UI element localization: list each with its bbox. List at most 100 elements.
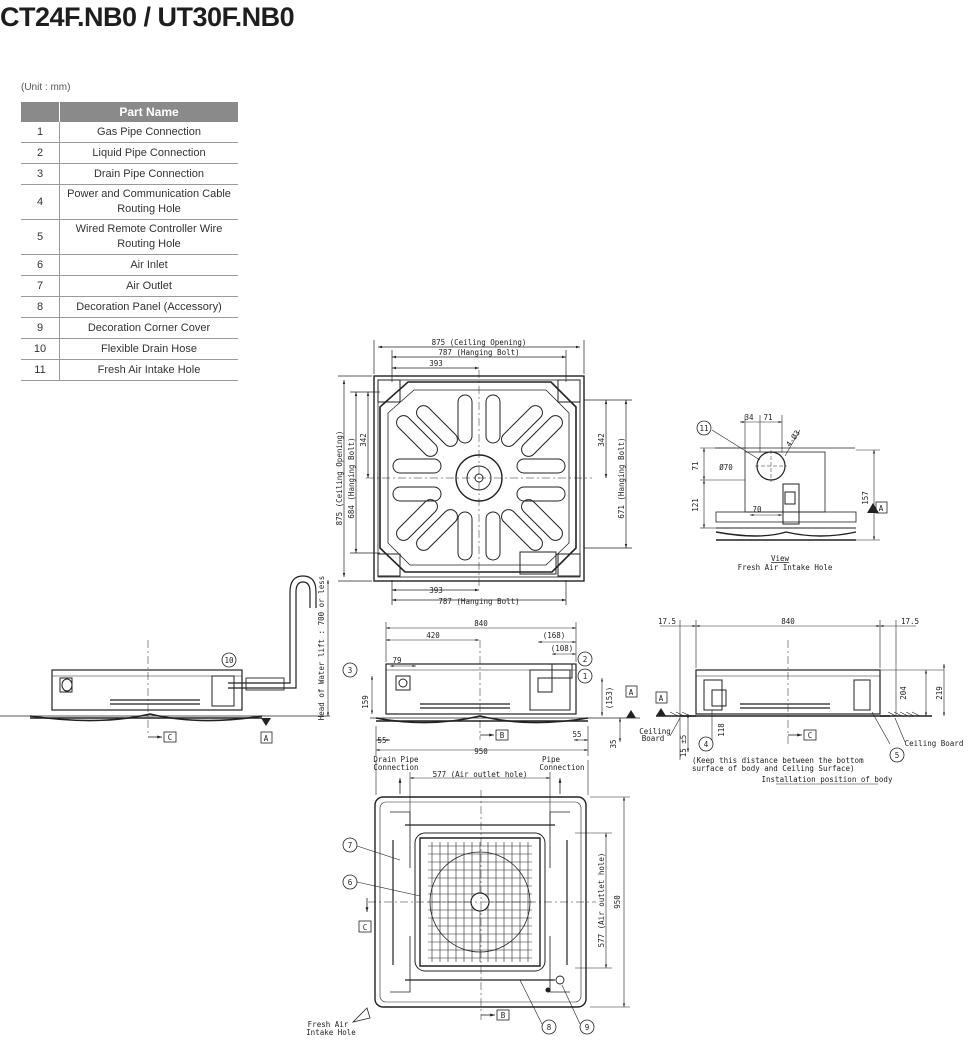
row-part-name: Drain Pipe Connection (59, 163, 238, 185)
ref-C-bottom: C (363, 923, 368, 932)
row-part-name: Wired Remote Controller Wire Routing Hol… (59, 219, 238, 255)
front-view-labels: 3 2 1 840 420 (168) (108) 79 159 (153) 3… (348, 619, 634, 756)
view-label: View (771, 554, 790, 563)
dim-55-left: 55 (377, 736, 386, 745)
dim-950-front: 950 (474, 747, 488, 756)
dim-hanging-bolt-787-bottom: 787 (Hanging Bolt) (438, 597, 519, 606)
fresh-air-intake-hole-label: Fresh Air Intake Hole (738, 563, 833, 572)
callout-2-number: 2 (583, 655, 588, 664)
dim-108: (108) (551, 644, 574, 653)
row-number: 7 (21, 275, 60, 297)
callout-9-number: 9 (585, 1023, 590, 1032)
drain-pipe-label-1: Drain Pipe (373, 755, 419, 764)
callout-6-number: 6 (348, 878, 353, 887)
row-part-name: Decoration Panel (Accessory) (59, 296, 238, 318)
dim-55-right: 55 (572, 730, 581, 739)
row-part-name: Decoration Corner Cover (59, 317, 238, 339)
front-view (370, 622, 640, 756)
dim-153: (153) (605, 687, 614, 710)
table-header-no (21, 102, 60, 122)
callout-7-number: 7 (348, 841, 353, 850)
pipe-label-1: Pipe (542, 755, 561, 764)
ref-C-side: C (808, 731, 813, 740)
right-side-view (655, 620, 946, 785)
dim-840-front: 840 (474, 619, 488, 628)
dim-phi70: Ø70 (719, 463, 733, 472)
ref-B-front: B (500, 731, 505, 740)
pipe-label-2: Connection (539, 763, 584, 772)
dim-342-left: 342 (359, 433, 368, 447)
dim-15-pm5: 15 ±5 (679, 735, 688, 758)
head-of-water-label: Head of Water lift : 700 or less (317, 576, 326, 721)
dim-342-right: 342 (597, 433, 606, 447)
row-number: 9 (21, 317, 60, 339)
callout-9 (579, 1019, 595, 1035)
dim-204: 204 (899, 686, 908, 700)
ceiling-board-label-right: Ceiling Board (905, 739, 964, 748)
dim-70: 70 (752, 505, 762, 514)
unit-label: (Unit : mm) (21, 82, 71, 93)
row-number: 3 (21, 163, 60, 185)
callout-3 (342, 662, 358, 678)
right-side-view-labels: 4 5 840 17.5 17.5 204 219 15 ±5 118 C A … (639, 617, 963, 784)
dim-ceiling-opening-875: 875 (Ceiling Opening) (432, 338, 527, 347)
callout-1 (577, 668, 593, 684)
callout-10-number: 10 (224, 656, 234, 665)
callout-5-number: 5 (895, 751, 900, 760)
callout-1-number: 1 (583, 672, 588, 681)
row-part-name: Power and Communication Cable Routing Ho… (59, 184, 238, 220)
dim-121: 121 (691, 498, 700, 512)
callout-8 (541, 1019, 557, 1035)
dim-34: 34 (744, 413, 754, 422)
fresh-air-label-2: Intake Hole (306, 1028, 356, 1037)
dim-hanging-bolt-684: 684 (Hanging Bolt) (347, 437, 356, 518)
dim-577-vertical: 577 (Air outlet hole) (597, 853, 606, 948)
dim-17-5-left: 17.5 (658, 617, 676, 626)
fresh-air-detail (700, 415, 888, 541)
dim-840-side: 840 (781, 617, 795, 626)
callout-6 (342, 874, 358, 890)
row-part-name: Fresh Air Intake Hole (59, 359, 238, 381)
dim-hanging-bolt-671: 671 (Hanging Bolt) (617, 437, 626, 518)
page-title: CT24F.NB0 / UT30F.NB0 (0, 2, 295, 32)
keep-distance-note-2: surface of body and Ceiling Surface) (692, 764, 855, 773)
table-header-row: Part Name (21, 102, 238, 122)
dim-393-bottom: 393 (429, 586, 443, 595)
dim-hanging-bolt-787: 787 (Hanging Bolt) (438, 348, 519, 357)
dim-159: 159 (361, 695, 370, 709)
dim-157: 157 (861, 491, 870, 505)
dim-17-5-right: 17.5 (901, 617, 919, 626)
dim-219: 219 (935, 686, 944, 700)
ref-A-side: A (659, 694, 664, 703)
callout-11-number: 11 (699, 424, 708, 433)
drain-pipe-label-2: Connection (373, 763, 418, 772)
row-part-name: Air Outlet (59, 275, 238, 297)
dim-79: 79 (392, 656, 401, 665)
row-part-name: Flexible Drain Hose (59, 338, 238, 360)
dim-950-bottom: 950 (613, 895, 622, 909)
callout-2 (577, 651, 593, 667)
top-view-ribs (392, 394, 566, 561)
row-part-name: Gas Pipe Connection (59, 122, 238, 143)
row-number: 10 (21, 338, 60, 360)
left-side-view-labels: 10 C A Head of Water lift : 700 or less (168, 576, 326, 743)
left-side-view (0, 575, 330, 744)
row-number: 8 (21, 296, 60, 318)
row-number: 1 (21, 122, 60, 143)
callout-7 (342, 837, 358, 853)
top-view-body (379, 381, 577, 573)
dim-71-top: 71 (763, 413, 772, 422)
ref-A-detail: A (879, 504, 884, 513)
row-number: 2 (21, 142, 60, 164)
table-header-part-name: Part Name (59, 102, 238, 122)
dim-ceiling-opening-vertical: 875 (Ceiling Opening) (335, 431, 344, 526)
ref-B-bottom: B (501, 1011, 506, 1020)
